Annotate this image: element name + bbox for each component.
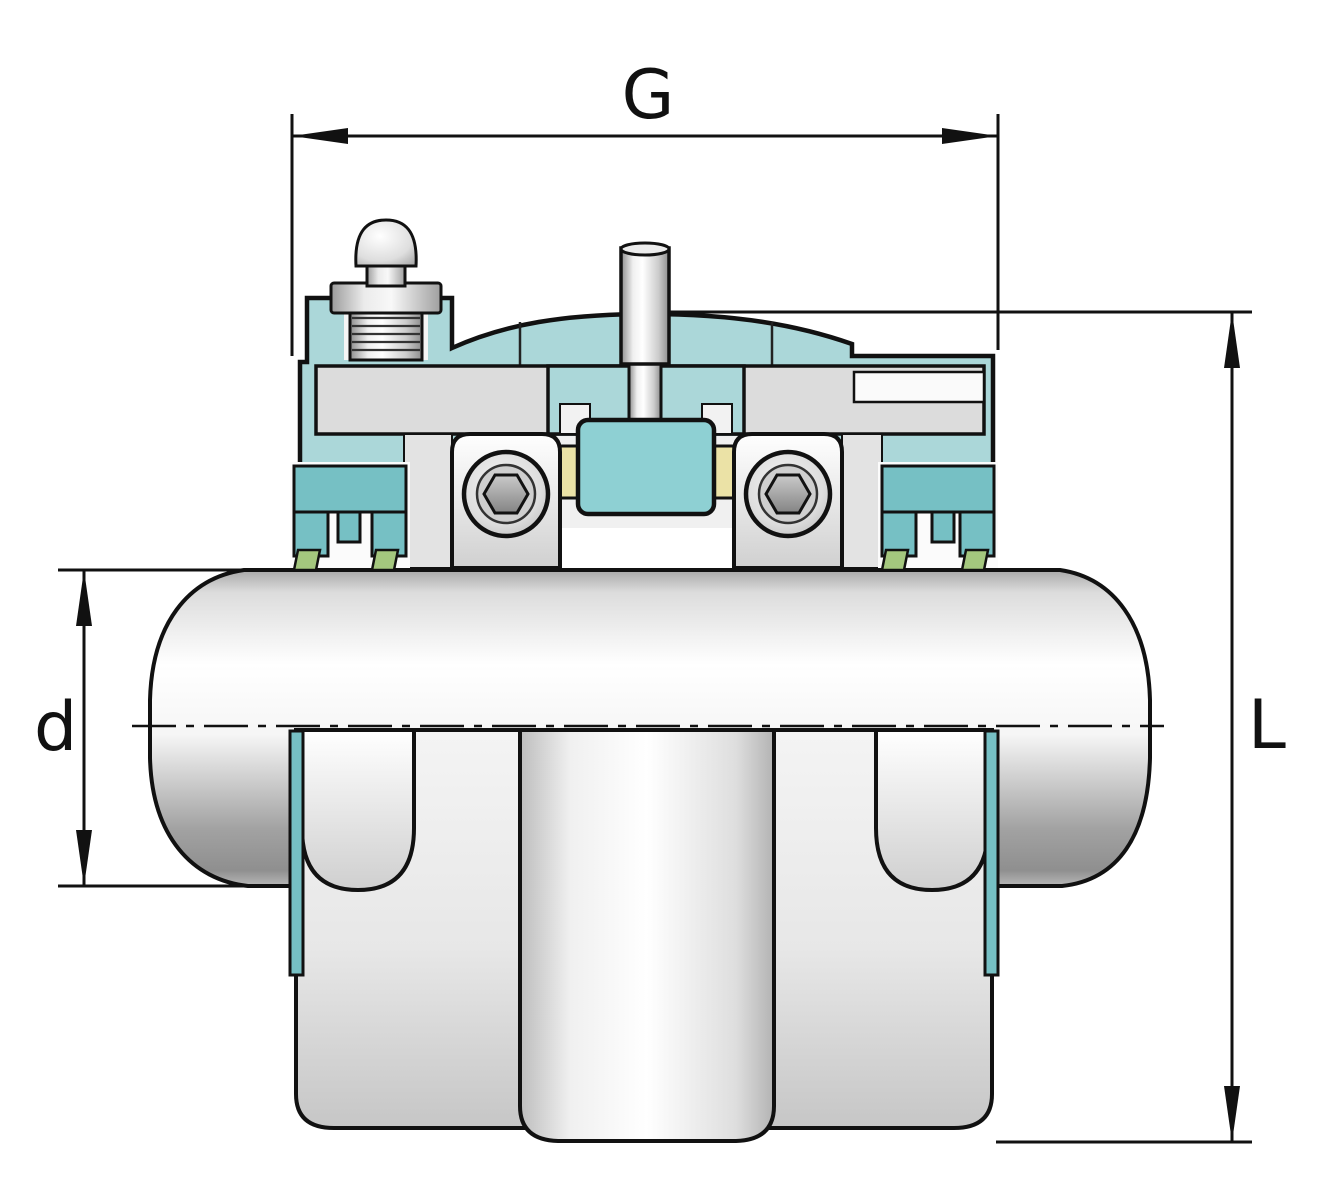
arrow-l-top-icon [1224, 312, 1240, 368]
seal-left [292, 464, 408, 558]
seal-right-tooth-outer [958, 510, 996, 558]
center-stud [619, 241, 671, 428]
arrow-d-bottom-icon [76, 830, 92, 886]
stud-cap [619, 241, 671, 257]
grease-fitting-thread-lines [352, 316, 420, 352]
sleeve-strip-left [288, 729, 305, 977]
grease-fitting-ball [354, 218, 418, 268]
dimension-l: L [668, 310, 1286, 1144]
bearing-flange-right [732, 432, 844, 570]
label-d: d [34, 688, 77, 767]
seal-left-tooth-outer [292, 510, 330, 558]
seal-right [880, 464, 996, 558]
arch-relief-left [300, 728, 416, 893]
seal-right-band [880, 464, 996, 514]
housing-wall-right [841, 433, 883, 569]
dimension-d: d [34, 568, 254, 888]
center-column [518, 728, 776, 1143]
arrow-g-right-icon [942, 128, 998, 144]
seal-left-band [292, 464, 408, 514]
bearing-flange-left [450, 432, 562, 570]
grease-fitting [329, 218, 443, 362]
arrow-l-bottom-icon [1224, 1086, 1240, 1142]
stud-upper [619, 246, 671, 366]
center-pivot [575, 417, 717, 517]
arrow-d-top-icon [76, 570, 92, 626]
housing-lower-block [288, 728, 1000, 1143]
arch-relief-right [874, 728, 990, 893]
spacers [556, 444, 736, 500]
stud-lower [627, 358, 663, 428]
hex-socket-right-icon [764, 473, 812, 515]
seal-left-tooth-mid [336, 510, 362, 544]
seal-ring-green-2 [370, 548, 400, 572]
grease-fitting-neck [365, 264, 407, 288]
seal-rings-green [292, 548, 990, 572]
hex-socket-left-icon [482, 473, 530, 515]
sleeve-strip-right [983, 729, 1000, 977]
label-g: G [622, 56, 675, 135]
dimension-g: G [290, 56, 1000, 356]
seal-ring-green-1 [292, 548, 322, 572]
bore-groove-right [852, 370, 986, 404]
label-l: L [1248, 686, 1286, 765]
seal-ring-green-4 [960, 548, 990, 572]
seal-ring-green-3 [880, 548, 910, 572]
arrow-g-left-icon [292, 128, 348, 144]
housing-wall-left [403, 433, 453, 569]
seal-right-tooth-mid [930, 510, 956, 544]
